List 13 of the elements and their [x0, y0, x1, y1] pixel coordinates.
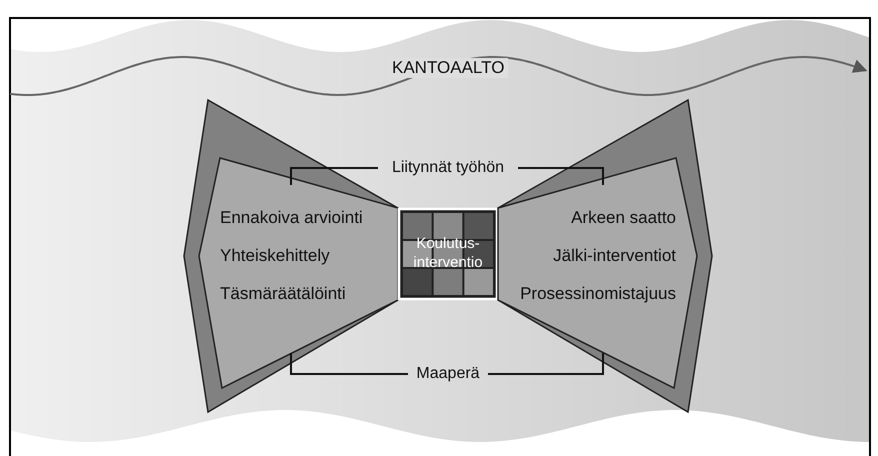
bracket-label: Liitynnät työhön	[390, 158, 506, 178]
wing-item: Täsmäräätälöinti	[220, 284, 346, 304]
bracket-label: Maaperä	[415, 364, 481, 384]
bracket-line	[290, 167, 378, 185]
wing-item: Yhteiskehittely	[220, 246, 330, 266]
wing-item: Jälki-interventiot	[553, 246, 676, 266]
bracket-line	[518, 167, 604, 185]
wing-item: Ennakoiva arviointi	[220, 208, 363, 228]
bracket-line	[488, 353, 604, 375]
wave-band	[10, 18, 870, 456]
wing-item: Arkeen saatto	[571, 208, 676, 228]
bracket-line	[290, 353, 408, 375]
wing-item: Prosessinomistajuus	[520, 284, 676, 304]
